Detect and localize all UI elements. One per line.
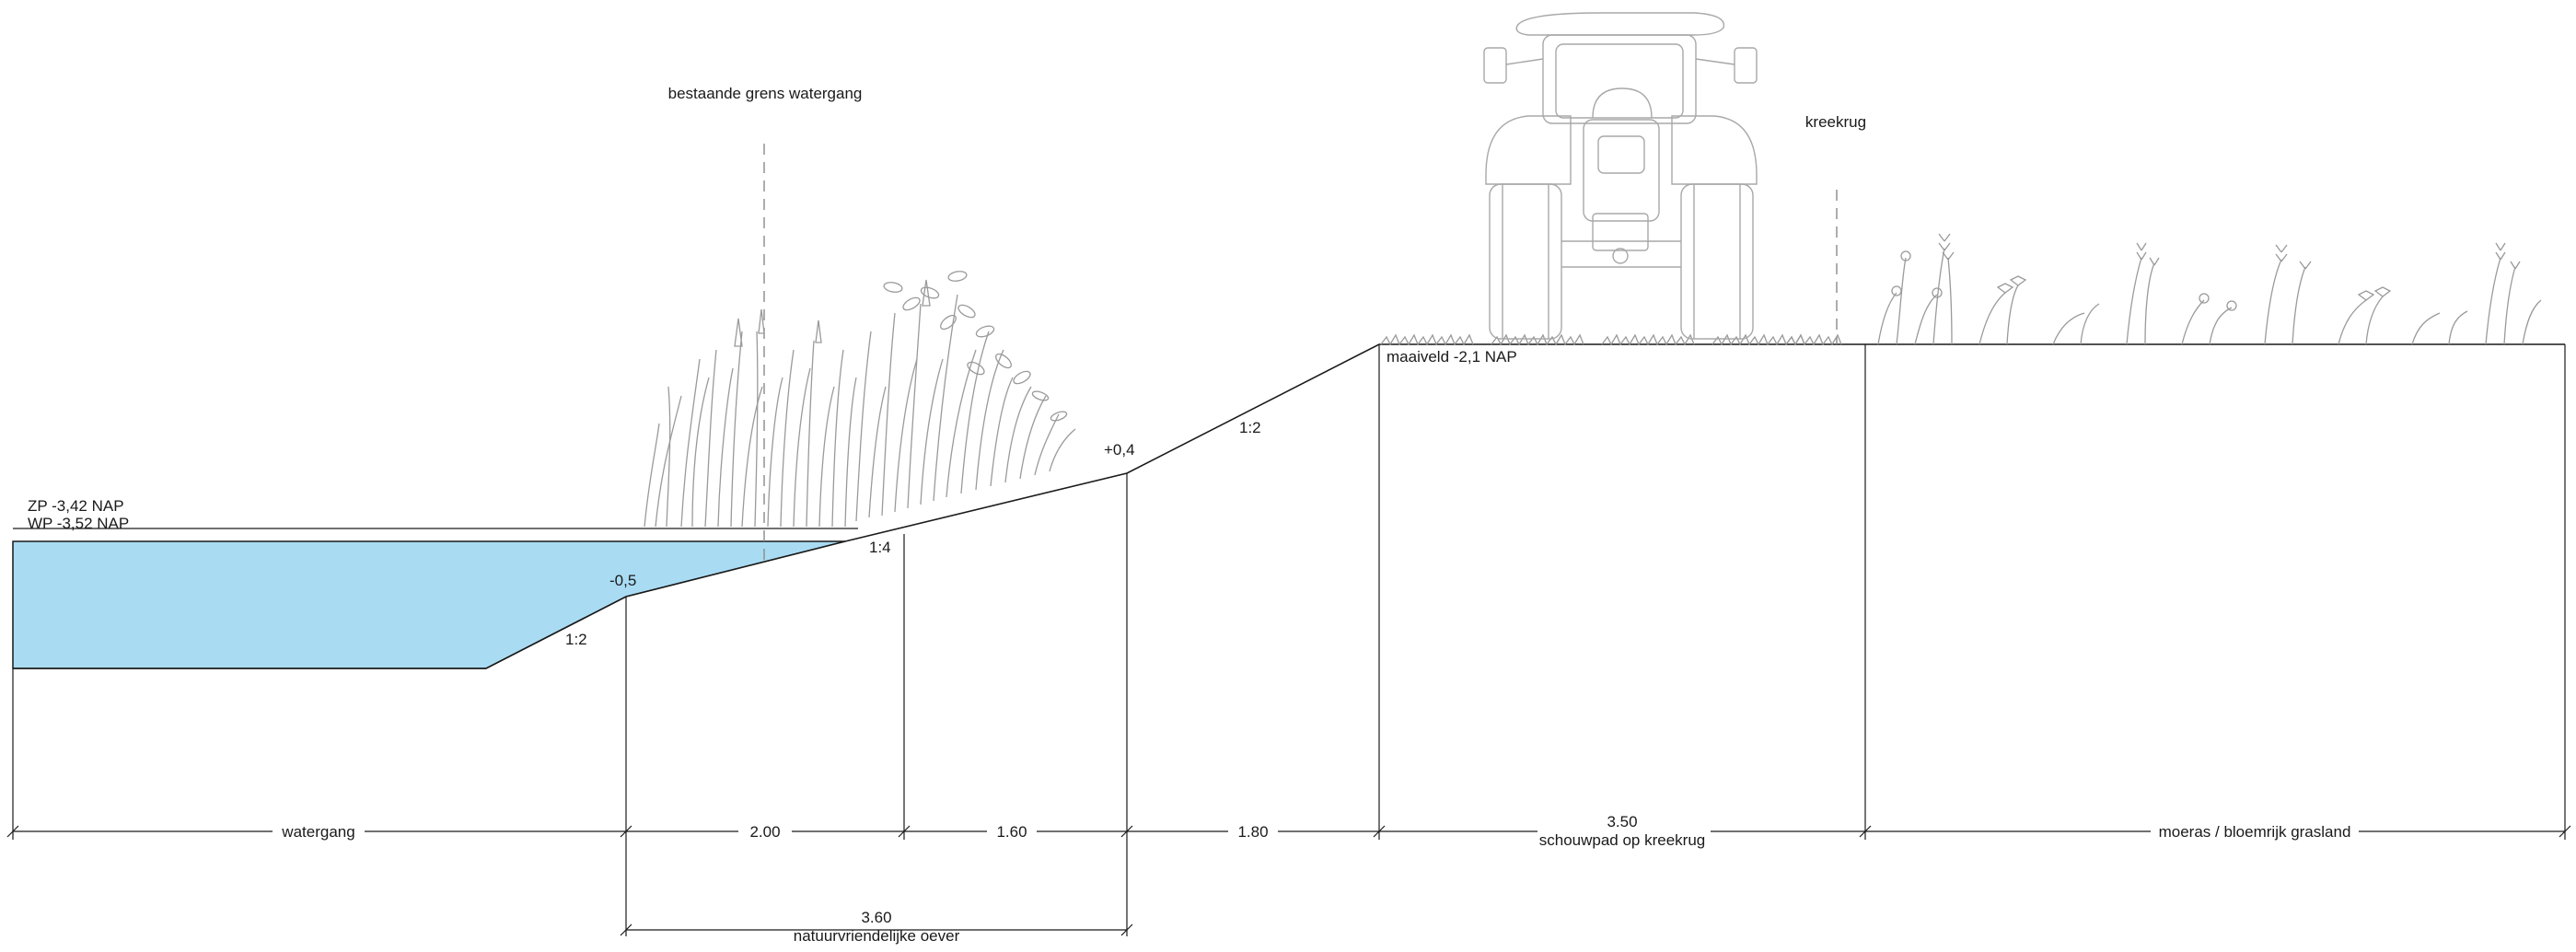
dim-1-80: 1.80 bbox=[1237, 823, 1268, 841]
water-body bbox=[12, 540, 846, 669]
dimension-row-main bbox=[6, 825, 2571, 838]
grassland-vegetation bbox=[1380, 233, 2542, 346]
dim-3-60-label: natuurvriendelijke oever bbox=[794, 927, 960, 945]
zp-label: ZP -3,42 NAP bbox=[28, 497, 124, 515]
dim-1-60: 1.60 bbox=[996, 823, 1027, 841]
dimension-row-overall bbox=[620, 923, 1133, 936]
reed-vegetation bbox=[644, 271, 1076, 528]
wp-label: WP -3,52 NAP bbox=[28, 515, 129, 532]
depth-mark: -0,5 bbox=[609, 572, 636, 589]
existing-boundary-label: bestaande grens watergang bbox=[668, 85, 863, 102]
ridge-label: kreekrug bbox=[1805, 113, 1866, 131]
dim-2-00: 2.00 bbox=[749, 823, 780, 841]
ground-level-label: maaiveld -2,1 NAP bbox=[1387, 348, 1517, 366]
dim-3-60-value: 3.60 bbox=[861, 909, 891, 926]
dim-3-50-value: 3.50 bbox=[1607, 813, 1637, 830]
dim-watergang: watergang bbox=[281, 823, 354, 841]
height-mark: +0,4 bbox=[1104, 441, 1135, 459]
slope-mid-label: 1:4 bbox=[869, 539, 891, 556]
slope-lower-label: 1:2 bbox=[565, 631, 587, 648]
dim-3-50-label: schouwpad op kreekrug bbox=[1539, 831, 1706, 849]
tractor-illustration bbox=[1483, 12, 1758, 340]
dim-moeras: moeras / bloemrijk grasland bbox=[2159, 823, 2351, 841]
slope-upper-label: 1:2 bbox=[1239, 419, 1261, 436]
